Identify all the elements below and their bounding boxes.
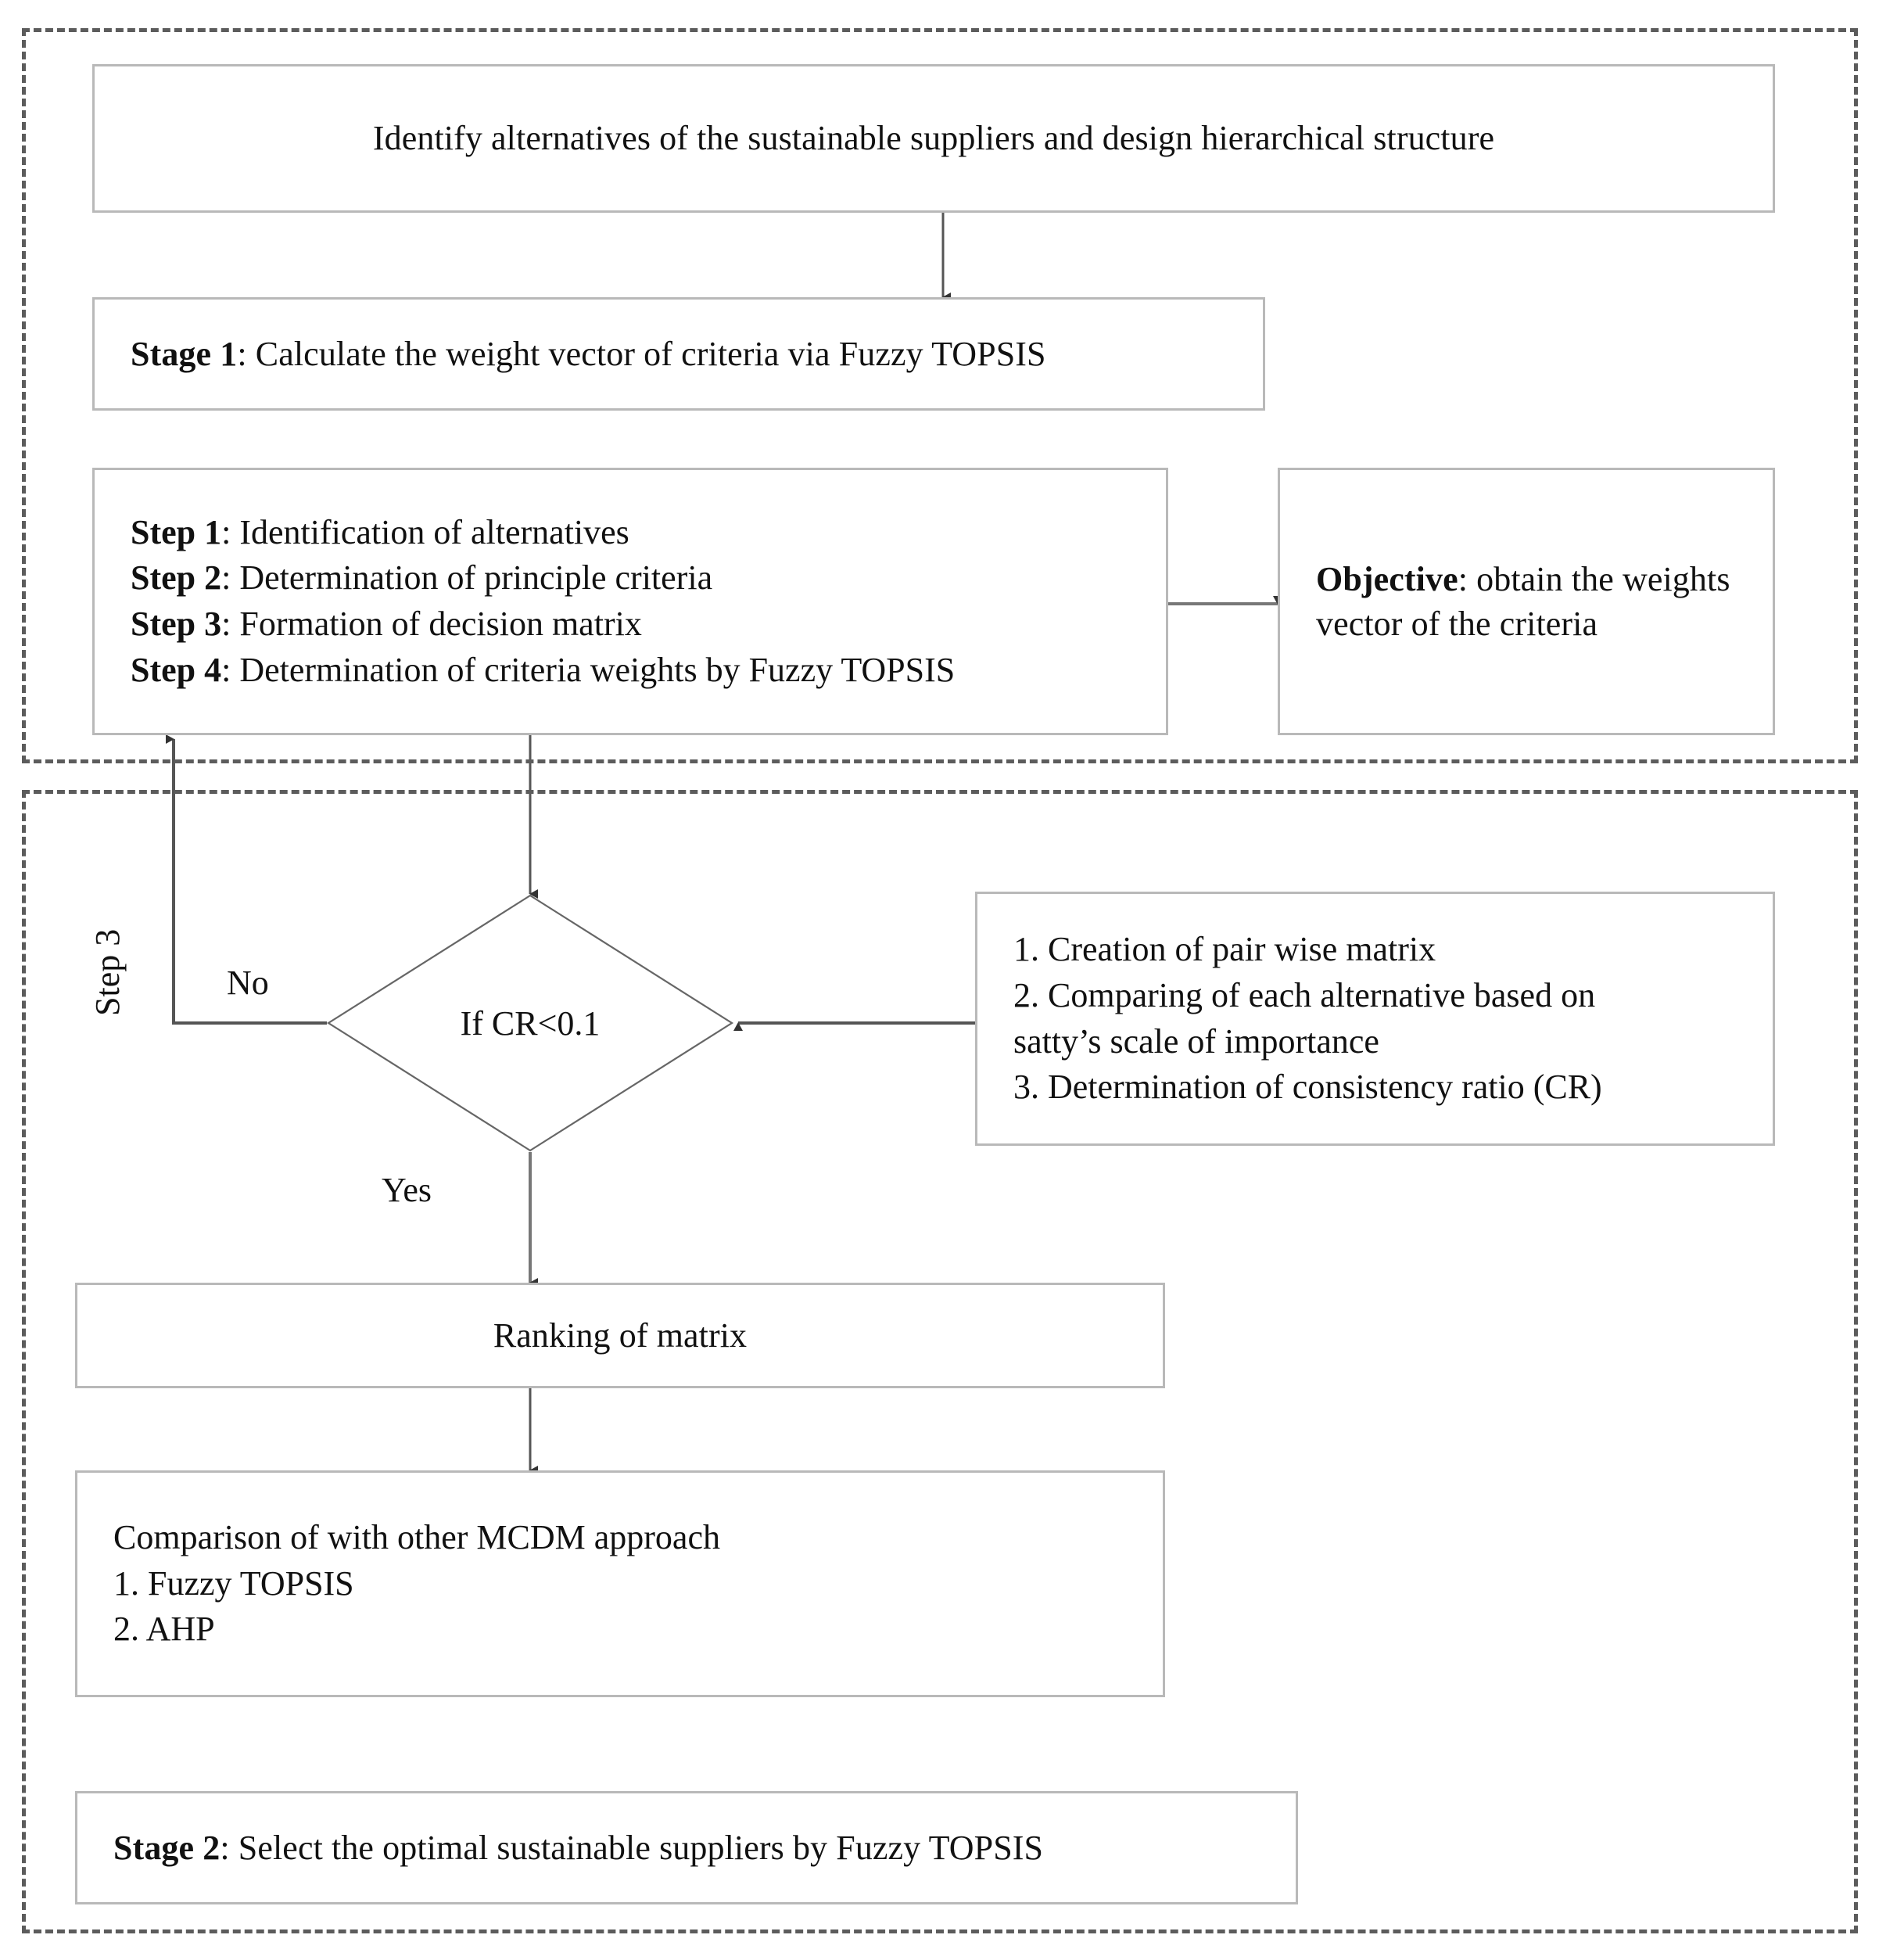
edge-label-yes: Yes — [382, 1171, 432, 1209]
node-steps-list-body: Step 1: Identification of alternatives S… — [131, 510, 1142, 693]
node-objective-label: Objective: obtain the weights vector of … — [1316, 557, 1749, 646]
step-3-lead: Step 3 — [131, 605, 222, 643]
node-ahp-substeps-body: 1. Creation of pair wise matrix 2. Compa… — [1013, 927, 1749, 1110]
node-decision-cr[interactable]: If CR<0.1 — [326, 894, 734, 1152]
node-objective[interactable]: Objective: obtain the weights vector of … — [1278, 468, 1775, 735]
diamond-shape — [326, 894, 734, 1152]
edge-label-no: No — [227, 964, 269, 1002]
list-item: Step 4: Determination of criteria weight… — [131, 648, 1142, 694]
node-objective-rest: : obtain the weights vector of the crite… — [1316, 559, 1739, 643]
node-stage-2[interactable]: Stage 2: Select the optimal sustainable … — [75, 1791, 1298, 1904]
list-item: 2. AHP — [113, 1610, 215, 1649]
node-identify-alternatives[interactable]: Identify alternatives of the sustainable… — [92, 64, 1775, 213]
edge-label-step-3: Step 3 — [88, 928, 127, 1016]
step-2-text: : Determination of principle criteria — [221, 558, 713, 598]
step-2-lead: Step 2 — [131, 558, 222, 598]
node-comparison-mcdm-body: Comparison of with other MCDM approach 1… — [113, 1515, 1139, 1653]
node-stage-2-label: Stage 2: Select the optimal sustainable … — [113, 1825, 1272, 1870]
node-identify-alternatives-label: Identify alternatives of the sustainable… — [372, 119, 1495, 158]
step-4-text: : Determination of criteria weights by F… — [221, 650, 956, 689]
stage-1-container — [22, 28, 1858, 763]
node-stage-2-rest: : Select the optimal sustainable supplie… — [220, 1828, 1044, 1867]
step-4-lead: Step 4 — [131, 650, 222, 689]
list-item: 2. Comparing of each alternative based o… — [1013, 975, 1596, 1014]
node-objective-lead: Objective — [1316, 559, 1458, 598]
node-steps-list[interactable]: Step 1: Identification of alternatives S… — [92, 468, 1168, 735]
list-item: 1. Creation of pair wise matrix — [1013, 930, 1436, 969]
node-stage-2-lead: Stage 2 — [113, 1828, 221, 1867]
list-item: 1. Fuzzy TOPSIS — [113, 1563, 354, 1603]
step-1-lead: Step 1 — [131, 512, 222, 551]
step-1-text: : Identification of alternatives — [221, 512, 629, 551]
node-stage-1-label: Stage 1: Calculate the weight vector of … — [131, 332, 1239, 376]
list-item: Comparison of with other MCDM approach — [113, 1518, 720, 1557]
list-item: Step 3: Formation of decision matrix — [131, 601, 1142, 648]
node-stage-1-lead: Stage 1 — [131, 334, 238, 373]
list-item: Step 1: Identification of alternatives — [131, 510, 1142, 556]
stage-2-container — [22, 790, 1858, 1933]
list-item: satty’s scale of importance — [1013, 1021, 1379, 1061]
node-stage-1[interactable]: Stage 1: Calculate the weight vector of … — [92, 297, 1265, 411]
node-stage-1-rest: : Calculate the weight vector of criteri… — [237, 334, 1046, 373]
list-item: 3. Determination of consistency ratio (C… — [1013, 1068, 1602, 1107]
node-ranking-of-matrix-label: Ranking of matrix — [493, 1316, 748, 1355]
node-comparison-mcdm[interactable]: Comparison of with other MCDM approach 1… — [75, 1470, 1165, 1697]
node-ranking-of-matrix[interactable]: Ranking of matrix — [75, 1283, 1165, 1388]
step-3-text: : Formation of decision matrix — [221, 605, 642, 643]
list-item: Step 2: Determination of principle crite… — [131, 555, 1142, 601]
node-ahp-substeps[interactable]: 1. Creation of pair wise matrix 2. Compa… — [975, 892, 1775, 1146]
